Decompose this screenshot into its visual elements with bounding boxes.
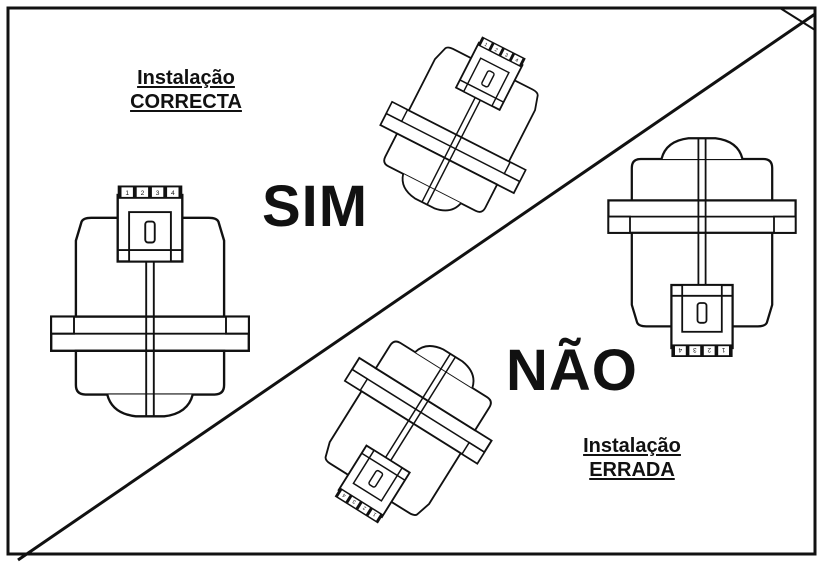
correct-install-line2: CORRECTA xyxy=(130,91,242,113)
diagram-frame xyxy=(6,6,817,556)
connector-pin-label: 2 xyxy=(707,346,711,353)
divider-diagonal xyxy=(17,12,816,562)
connector-pin-label: 4 xyxy=(514,57,519,64)
connector-pin-label: 1 xyxy=(483,42,488,49)
connector-pin-label: 3 xyxy=(504,52,509,59)
correct-install-line1: Instalação xyxy=(137,67,235,89)
sensor-inverted-wrong: 1 2 3 4 xyxy=(607,137,797,359)
connector-pin-label: 4 xyxy=(171,190,175,197)
wrong-install-line2: ERRADA xyxy=(589,459,675,481)
connector-pin-label: 3 xyxy=(156,190,160,197)
connector-pin-label: 4 xyxy=(342,492,348,499)
correct-install-label: Instalação CORRECTA xyxy=(96,66,276,114)
corner-diagonal xyxy=(779,7,816,31)
connector-pin-label: 4 xyxy=(678,346,682,353)
connector-pin-label: 3 xyxy=(352,498,358,505)
wrong-install-label: Instalação ERRADA xyxy=(542,434,722,482)
connector-pin-label: 2 xyxy=(141,190,145,197)
connector-pin-label: 1 xyxy=(721,346,725,353)
yes-verdict: SIM xyxy=(262,174,369,239)
wrong-install-line1: Instalação xyxy=(583,435,681,457)
connector-pin-label: 1 xyxy=(372,511,378,518)
connector-pin-label: 2 xyxy=(362,504,368,511)
connector-pin-label: 2 xyxy=(493,47,498,54)
connector-pin-label: 1 xyxy=(125,190,129,197)
sensor-upright-correct: 1 2 3 4 xyxy=(50,184,250,418)
connector-pin-label: 3 xyxy=(693,346,697,353)
no-verdict: NÃO xyxy=(506,338,638,403)
